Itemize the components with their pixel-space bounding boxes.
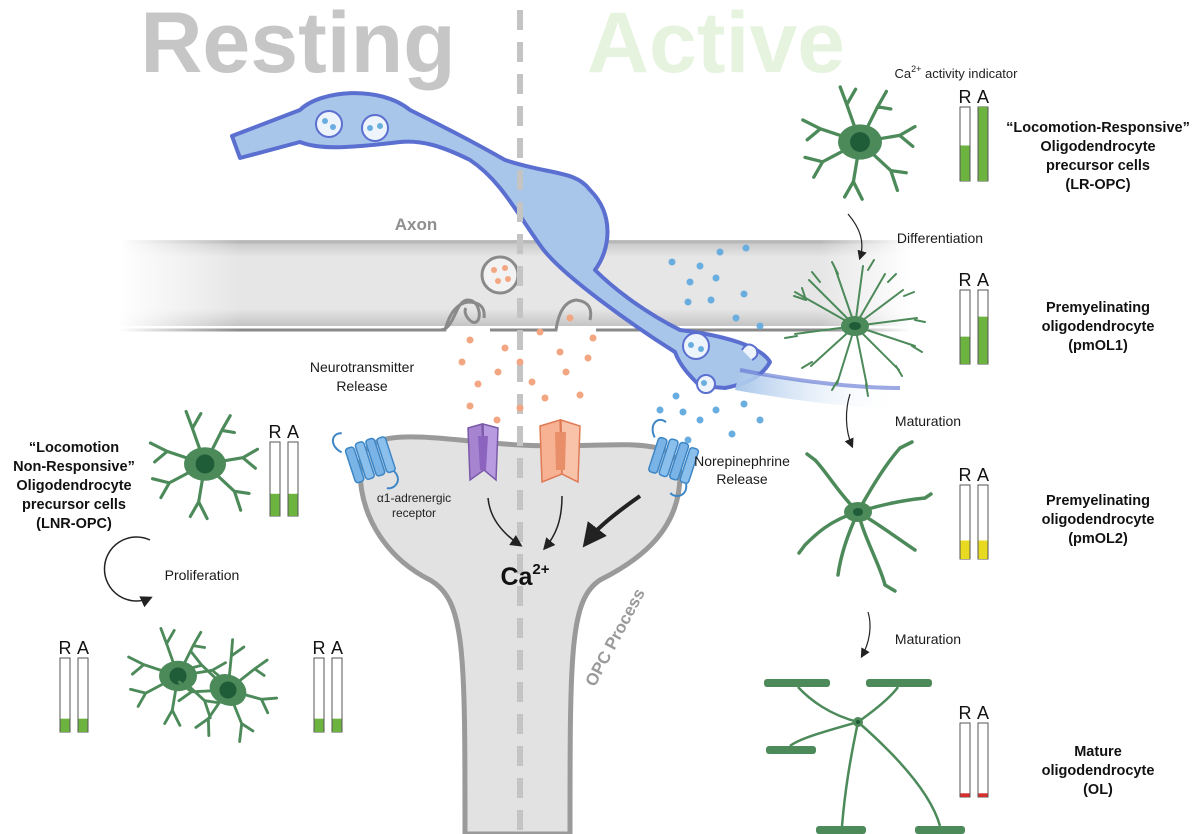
arrow-receptor-to-ca (582, 494, 642, 548)
neurotransmitter-label-1: Neurotransmitter (310, 359, 415, 375)
norepinephrine-label-2: Release (716, 471, 768, 487)
indicator-a-fill (78, 718, 88, 732)
receptor-label-1: α1-adrenergic (377, 491, 451, 505)
indicator-a-fill (288, 493, 298, 516)
lr-opc-name: “Locomotion-Responsive” Oligodendrocyte … (1006, 120, 1190, 193)
indicator-a-label: A (977, 87, 989, 107)
svg-text:oligodendrocyte: oligodendrocyte (1042, 512, 1155, 528)
indicator-a-fill (978, 793, 988, 797)
indicator-r-fill (960, 540, 970, 559)
resting-header: Resting (140, 0, 455, 91)
indicator-r-label: R (959, 703, 972, 723)
blue-neuron (230, 91, 901, 408)
neurotransmitter-dots (458, 314, 597, 424)
lnr-opc-cell (148, 409, 260, 521)
indicator-r-label: R (959, 270, 972, 290)
indicator-a-frame (977, 722, 989, 798)
indicator-r-fill (960, 145, 970, 181)
svg-text:(LNR-OPC): (LNR-OPC) (36, 516, 112, 532)
svg-text:precursor cells: precursor cells (1046, 158, 1150, 174)
indicator-r-frame (959, 722, 971, 798)
svg-text:precursor cells: precursor cells (22, 497, 126, 513)
svg-text:Oligodendrocyte: Oligodendrocyte (1040, 139, 1155, 155)
mature-ol-cell (764, 679, 965, 834)
indicator-legend: Ca2+ activity indicator (895, 64, 1019, 81)
active-header: Active (587, 0, 845, 91)
svg-text:(pmOL2): (pmOL2) (1068, 531, 1128, 547)
proliferation-label: Proliferation (165, 567, 240, 583)
lnr-opc-name: “Locomotion Non-Responsive” Oligodendroc… (13, 440, 135, 532)
axon-shape (120, 236, 910, 332)
opc-process-label: OPC Process (581, 585, 648, 689)
indicator-r-label: R (269, 422, 282, 442)
indicator-a-label: A (977, 703, 989, 723)
svg-text:Non-Responsive”: Non-Responsive” (13, 459, 135, 475)
arrow-differentiation (847, 213, 867, 261)
calcium-label: Ca2+ (500, 561, 549, 591)
arrow-orange-to-ca (543, 495, 563, 551)
svg-text:oligodendrocyte: oligodendrocyte (1042, 319, 1155, 335)
indicator-a-fill (332, 718, 342, 732)
receptor-right (648, 418, 700, 497)
maturation-label-2: Maturation (895, 631, 961, 647)
indicator-a-fill (978, 540, 988, 559)
purple-channel (467, 423, 499, 482)
indicator-r-label: R (959, 87, 972, 107)
pmol2-name: Premyelinating oligodendrocyte (pmOL2) (1042, 493, 1155, 547)
norepinephrine-dots (656, 244, 764, 444)
svg-text:(LR-OPC): (LR-OPC) (1065, 177, 1130, 193)
indicator-a-label: A (977, 465, 989, 485)
indicator-a-label: A (77, 638, 89, 658)
indicator-r-label: R (959, 465, 972, 485)
indicator-r-fill (960, 336, 970, 364)
lr-opc-cell (801, 85, 917, 201)
receptor-label-2: receptor (392, 506, 436, 520)
neurotransmitter-label-2: Release (336, 378, 388, 394)
indicator-a-label: A (287, 422, 299, 442)
svg-text:Premyelinating: Premyelinating (1046, 493, 1150, 509)
indicator-r-label: R (59, 638, 72, 658)
maturation-label-1: Maturation (895, 413, 961, 429)
svg-text:“Locomotion: “Locomotion (29, 440, 119, 456)
receptor-left (331, 432, 399, 490)
orange-channel (539, 418, 581, 484)
arrow-purple-to-ca (487, 497, 523, 547)
svg-text:oligodendrocyte: oligodendrocyte (1042, 763, 1155, 779)
svg-text:Premyelinating: Premyelinating (1046, 300, 1150, 316)
proliferation-arrow (103, 536, 153, 608)
indicator-a-label: A (331, 638, 343, 658)
indicator-r-fill (314, 718, 324, 732)
svg-text:Oligodendrocyte: Oligodendrocyte (16, 478, 131, 494)
svg-text:(OL): (OL) (1083, 782, 1113, 798)
svg-text:“Locomotion-Responsive”: “Locomotion-Responsive” (1006, 120, 1190, 136)
indicator-r-fill (60, 718, 70, 732)
pmol2-cell (797, 440, 933, 593)
arrow-maturation-1 (844, 393, 854, 449)
svg-text:(pmOL1): (pmOL1) (1068, 338, 1128, 354)
norepinephrine-label-1: Norepinephrine (694, 453, 790, 469)
ol-name: Mature oligodendrocyte (OL) (1042, 744, 1155, 798)
indicator-r-fill (960, 793, 970, 797)
axon-label: Axon (395, 215, 438, 234)
indicator-a-fill (978, 316, 988, 364)
lnr-opc-daughter-1 (127, 627, 227, 727)
indicator-a-fill (978, 107, 988, 181)
indicator-a-label: A (977, 270, 989, 290)
pmol1-name: Premyelinating oligodendrocyte (pmOL1) (1042, 300, 1155, 354)
indicator-r-label: R (313, 638, 326, 658)
arrow-maturation-2 (860, 611, 871, 659)
indicator-r-fill (270, 493, 280, 516)
differentiation-label: Differentiation (897, 230, 983, 246)
pmol1-cell (784, 259, 926, 397)
svg-text:Mature: Mature (1074, 744, 1122, 760)
